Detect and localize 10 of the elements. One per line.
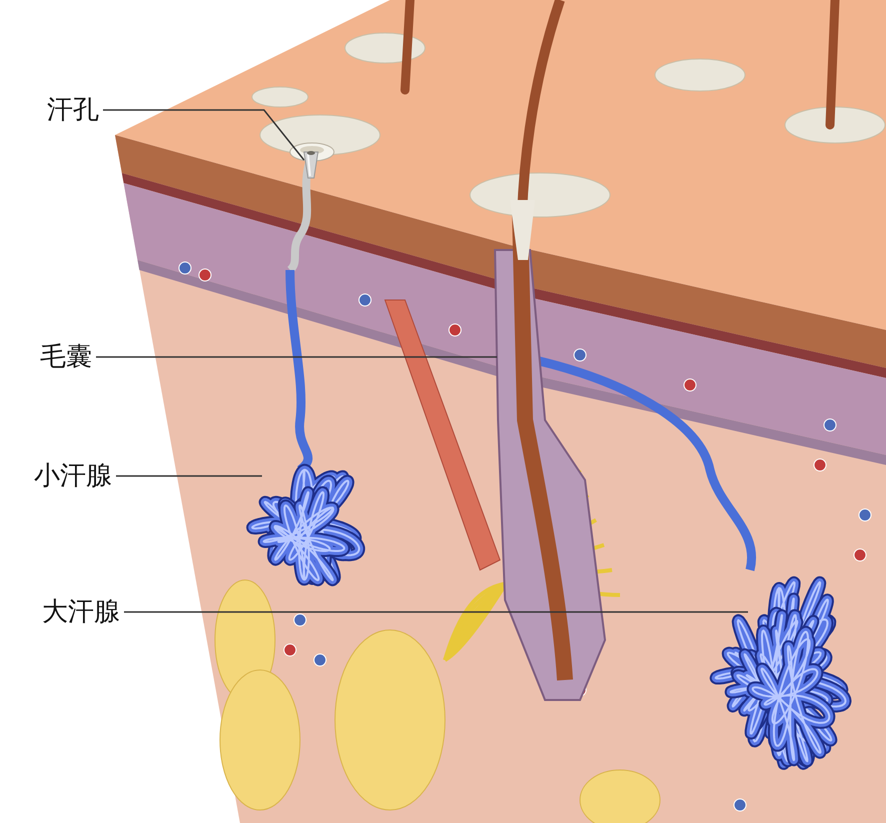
part-label: 小汗腺 xyxy=(32,461,114,491)
hair-follicle xyxy=(494,200,606,701)
leader-line xyxy=(103,109,305,160)
leader-line xyxy=(116,475,262,477)
part-label: 大汗腺 xyxy=(40,597,122,627)
sweat-pore xyxy=(290,142,334,178)
small-coiled-gland xyxy=(246,464,366,586)
large-coiled-gland xyxy=(710,576,852,770)
leader-line xyxy=(124,611,748,613)
leader-line xyxy=(96,356,497,358)
